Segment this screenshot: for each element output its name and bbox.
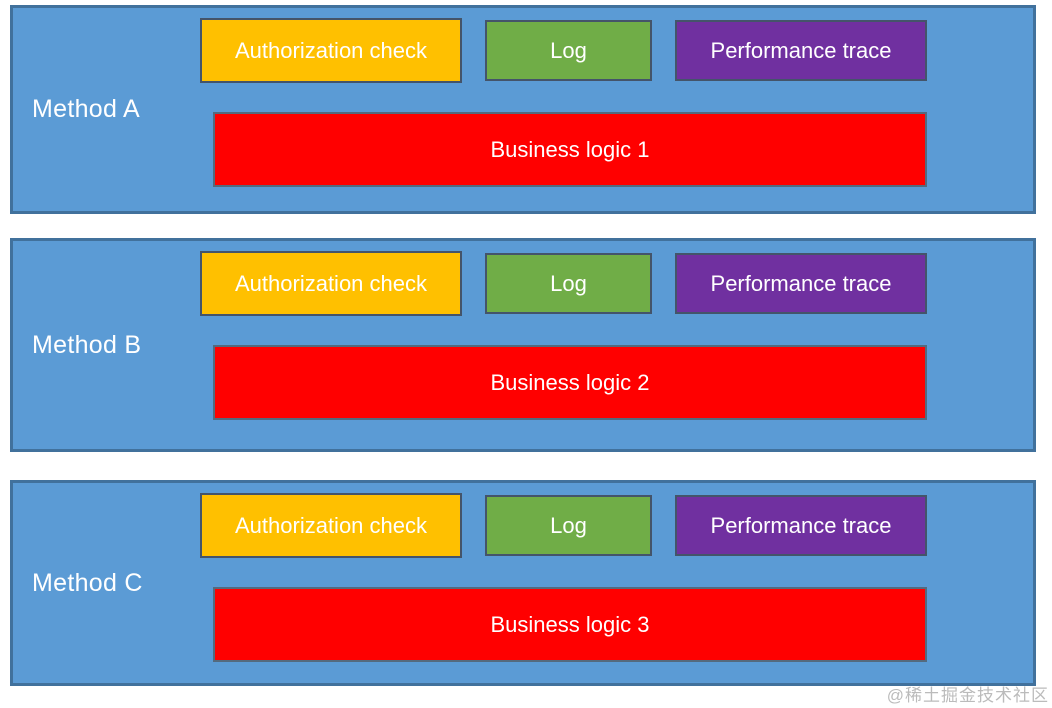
authorization-check-box: Authorization check [200,18,462,83]
log-box: Log [485,253,652,314]
business-logic-1-box: Business logic 1 [213,112,927,187]
method-c-container: Method C Authorization check Log Perform… [10,480,1036,686]
method-a-container: Method A Authorization check Log Perform… [10,5,1036,214]
business-logic-2-box: Business logic 2 [213,345,927,420]
authorization-check-box: Authorization check [200,251,462,316]
authorization-check-box: Authorization check [200,493,462,558]
method-c-label: Method C [32,568,143,597]
juejin-watermark: @稀土掘金技术社区 [886,686,1049,705]
method-b-label: Method B [32,330,142,359]
method-a-label: Method A [32,95,141,123]
log-box: Log [485,495,652,556]
performance-trace-box: Performance trace [675,20,927,81]
method-b-container: Method B Authorization check Log Perform… [10,238,1036,452]
performance-trace-box: Performance trace [675,495,927,556]
performance-trace-box: Performance trace [675,253,927,314]
business-logic-3-box: Business logic 3 [213,587,927,662]
log-box: Log [485,20,652,81]
